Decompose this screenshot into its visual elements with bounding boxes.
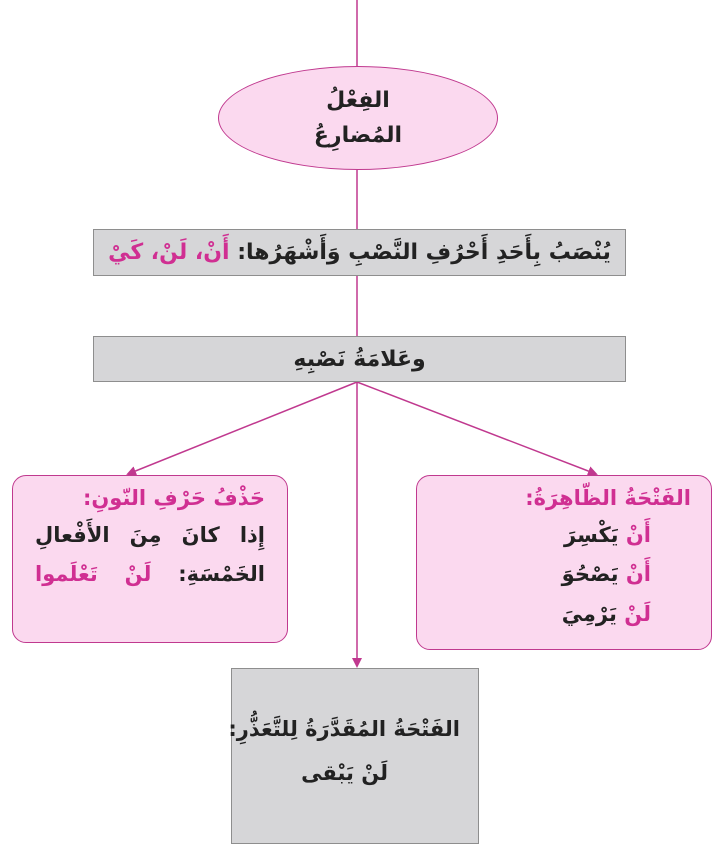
sign-box: وعَلامَةُ نَصْبِهِ [93,336,626,382]
nun-line-2: الخَمْسَةِ: لَنْ تَعْلَموا [35,561,265,588]
fatha-example-1-verb: يَكْسِرَ [564,523,619,547]
root-line-1: الفِعْلُ [326,88,390,113]
fatha-example-2-verb: يَصْحُوَ [561,562,619,587]
fatha-example-3-particle: لَنْ [624,601,651,626]
arrow-to-fatha [356,381,598,476]
root-node-present-verb: الفِعْلُ المُضارِعُ [218,66,498,170]
muqaddara-example: لَنْ يَبْقى [301,761,388,785]
nun-line-2-text: الخَمْسَةِ: [178,562,265,587]
fatha-example-3: لَنْ يَرْمِيَ [439,601,651,628]
root-line-2: المُضارِعُ [313,123,403,148]
nun-line-1: إِذا كانَ مِنَ الأَفْعالِ [35,523,265,547]
nun-heading: حَذْفُ حَرْفِ النّونِ: [82,486,265,510]
fatha-example-1-particle: أَنْ [625,523,651,547]
fatha-example-1: أَنْ يَكْسِرَ [439,522,651,549]
apparent-fatha-card: الفَتْحَةُ الظّاهِرَةُ: أَنْ يَكْسِرَ أَ… [416,475,712,650]
fatha-example-3-verb: يَرْمِيَ [561,601,617,626]
estimated-fatha-box: الفَتْحَةُ المُقَدَّرَةُ لِلتَّعَذُّرِ: … [228,668,479,844]
arrow-to-nun [126,381,358,476]
muqaddara-heading: الفَتْحَةُ المُقَدَّرَةُ لِلتَّعَذُّرِ: [228,717,460,741]
fatha-example-2-particle: أَنْ [625,562,651,587]
rule-particles: أَنْ، لَنْ، كَيْ [108,240,230,265]
nun-deletion-card: حَذْفُ حَرْفِ النّونِ: إِذا كانَ مِنَ ال… [12,475,288,643]
fatha-heading: الفَتْحَةُ الظّاهِرَةُ: [525,486,691,510]
rule-box: يُنْصَبُ بِأَحَدِ أَحْرُفِ النَّصْبِ وَأ… [93,229,626,276]
sign-text: وعَلامَةُ نَصْبِهِ [293,346,426,372]
nun-line-2-example: لَنْ تَعْلَموا [35,562,152,587]
fatha-example-2: أَنْ يَصْحُوَ [439,561,651,588]
rule-text: يُنْصَبُ بِأَحَدِ أَحْرُفِ النَّصْبِ وَأ… [237,240,611,265]
